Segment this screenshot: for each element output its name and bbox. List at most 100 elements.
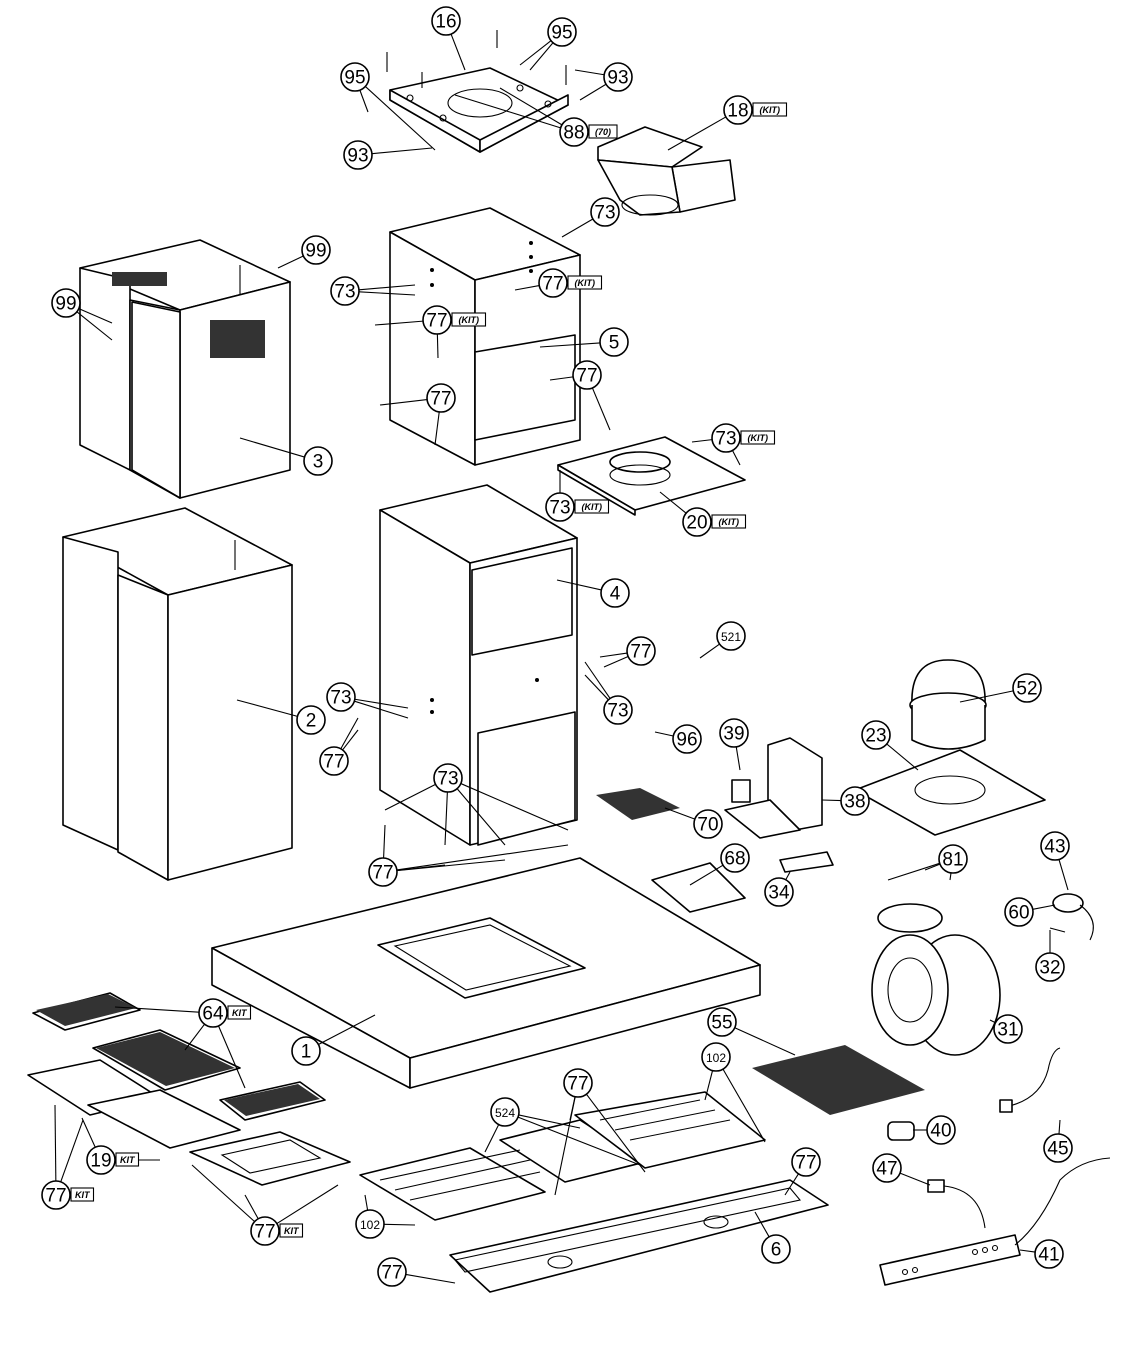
callout-number: 77 (576, 366, 597, 387)
callout-number: 73 (437, 769, 458, 790)
callout-number: 2 (306, 711, 317, 732)
leader-line (821, 799, 842, 802)
callout-number: 32 (1039, 958, 1060, 979)
callout-number: 81 (942, 850, 963, 871)
callout-circle (426, 383, 456, 413)
callout-number: 18 (727, 101, 748, 122)
callout-tag-text: KIT (284, 1226, 300, 1236)
callout-77: 77 (791, 1147, 821, 1177)
leader-line (784, 1173, 799, 1196)
leader-line (924, 863, 941, 871)
leader-line (54, 1104, 57, 1182)
callout-tag: (KIT) (451, 312, 487, 327)
callout-circle (603, 62, 633, 92)
leader-line (384, 783, 436, 811)
callout-number: 55 (711, 1013, 732, 1034)
callout-number: 4 (610, 584, 621, 605)
callout-tag-text: (KIT) (575, 278, 596, 288)
leader-line (340, 717, 359, 750)
callout-circle (723, 95, 753, 125)
callout-23: 23 (861, 720, 891, 750)
leader-line (664, 807, 696, 820)
part-70-light-lens (596, 788, 680, 820)
leader-line (460, 783, 569, 831)
callout-68: 68 (720, 843, 750, 873)
callout-number: 31 (997, 1020, 1018, 1041)
callout-circle (600, 578, 630, 608)
leader-line (735, 746, 741, 771)
callout-4: 4 (600, 578, 630, 608)
callout-number: 45 (1047, 1139, 1068, 1160)
callout-circle (326, 682, 356, 712)
callout-circle (343, 140, 373, 170)
leader-line (60, 1119, 84, 1183)
part-55-grease-filter (752, 1045, 925, 1115)
callout-77: 77 (563, 1068, 593, 1098)
callout-521: 521 (716, 621, 746, 651)
callout-circle (431, 6, 461, 36)
callout-73: 73 (326, 682, 356, 712)
callout-circle (547, 17, 577, 47)
leader-line (704, 1070, 714, 1101)
callout-5: 5 (599, 327, 629, 357)
callout-circle (377, 1257, 407, 1287)
callout-32: 32 (1035, 952, 1065, 982)
callout-circle (355, 1209, 385, 1239)
callout-circle (303, 446, 333, 476)
callout-circle (1043, 1133, 1073, 1163)
leader-line (191, 1164, 255, 1223)
leader-line (277, 255, 304, 269)
callout-73: 73(KIT) (545, 492, 610, 522)
callout-tag-text: KIT (232, 1008, 248, 1018)
callout-number: 1 (301, 1042, 312, 1063)
callout-circle (711, 423, 741, 453)
callout-96: 96 (672, 724, 702, 754)
callout-circle (993, 1014, 1023, 1044)
callout-77: 77 (368, 857, 398, 887)
leader-line (359, 89, 369, 113)
callout-16: 16 (431, 6, 461, 36)
leader-line (585, 1093, 646, 1173)
callout-circle (861, 720, 891, 750)
leader-line (989, 1019, 996, 1024)
callout-number: 77 (45, 1186, 66, 1207)
leader-line (374, 320, 424, 326)
callout-circle (716, 621, 746, 651)
leader-line (354, 698, 409, 709)
callout-circle (626, 636, 656, 666)
callout-circle (41, 1180, 71, 1210)
callout-77: 77 (572, 360, 602, 390)
callout-77: 77(KIT) (422, 305, 487, 335)
callout-43: 43 (1040, 831, 1070, 861)
callout-tag: KIT (115, 1152, 140, 1167)
leader-line (1058, 1119, 1061, 1135)
callout-tag: (KIT) (711, 514, 747, 529)
part-68-light-cover (651, 862, 746, 913)
leader-line (691, 439, 713, 443)
callout-number: 52 (1016, 679, 1037, 700)
leader-line (436, 333, 439, 359)
callout-number: 68 (724, 849, 745, 870)
part-6-front-rail (449, 1179, 829, 1293)
callout-1: 1 (291, 1036, 321, 1066)
callout-81: 81 (938, 844, 968, 874)
part-4-lower-frame (379, 484, 578, 846)
callout-circle (198, 998, 228, 1028)
callout-73: 73 (433, 763, 463, 793)
callout-tag-text: (KIT) (760, 105, 781, 115)
callout-tag: KIT (70, 1187, 95, 1202)
leader-line (456, 788, 506, 846)
callout-tag-text: KIT (120, 1155, 136, 1165)
leader-line (114, 1006, 200, 1013)
leader-line (899, 1172, 931, 1186)
callout-circle (719, 718, 749, 748)
part-20-damper-plate (557, 436, 746, 516)
leader-line (529, 42, 554, 71)
part-19-filter-frames (87, 1089, 351, 1186)
callout-number: 73 (715, 429, 736, 450)
leader-line (396, 859, 506, 872)
part-2-lower-chimney (62, 507, 293, 881)
leader-line (887, 862, 940, 881)
